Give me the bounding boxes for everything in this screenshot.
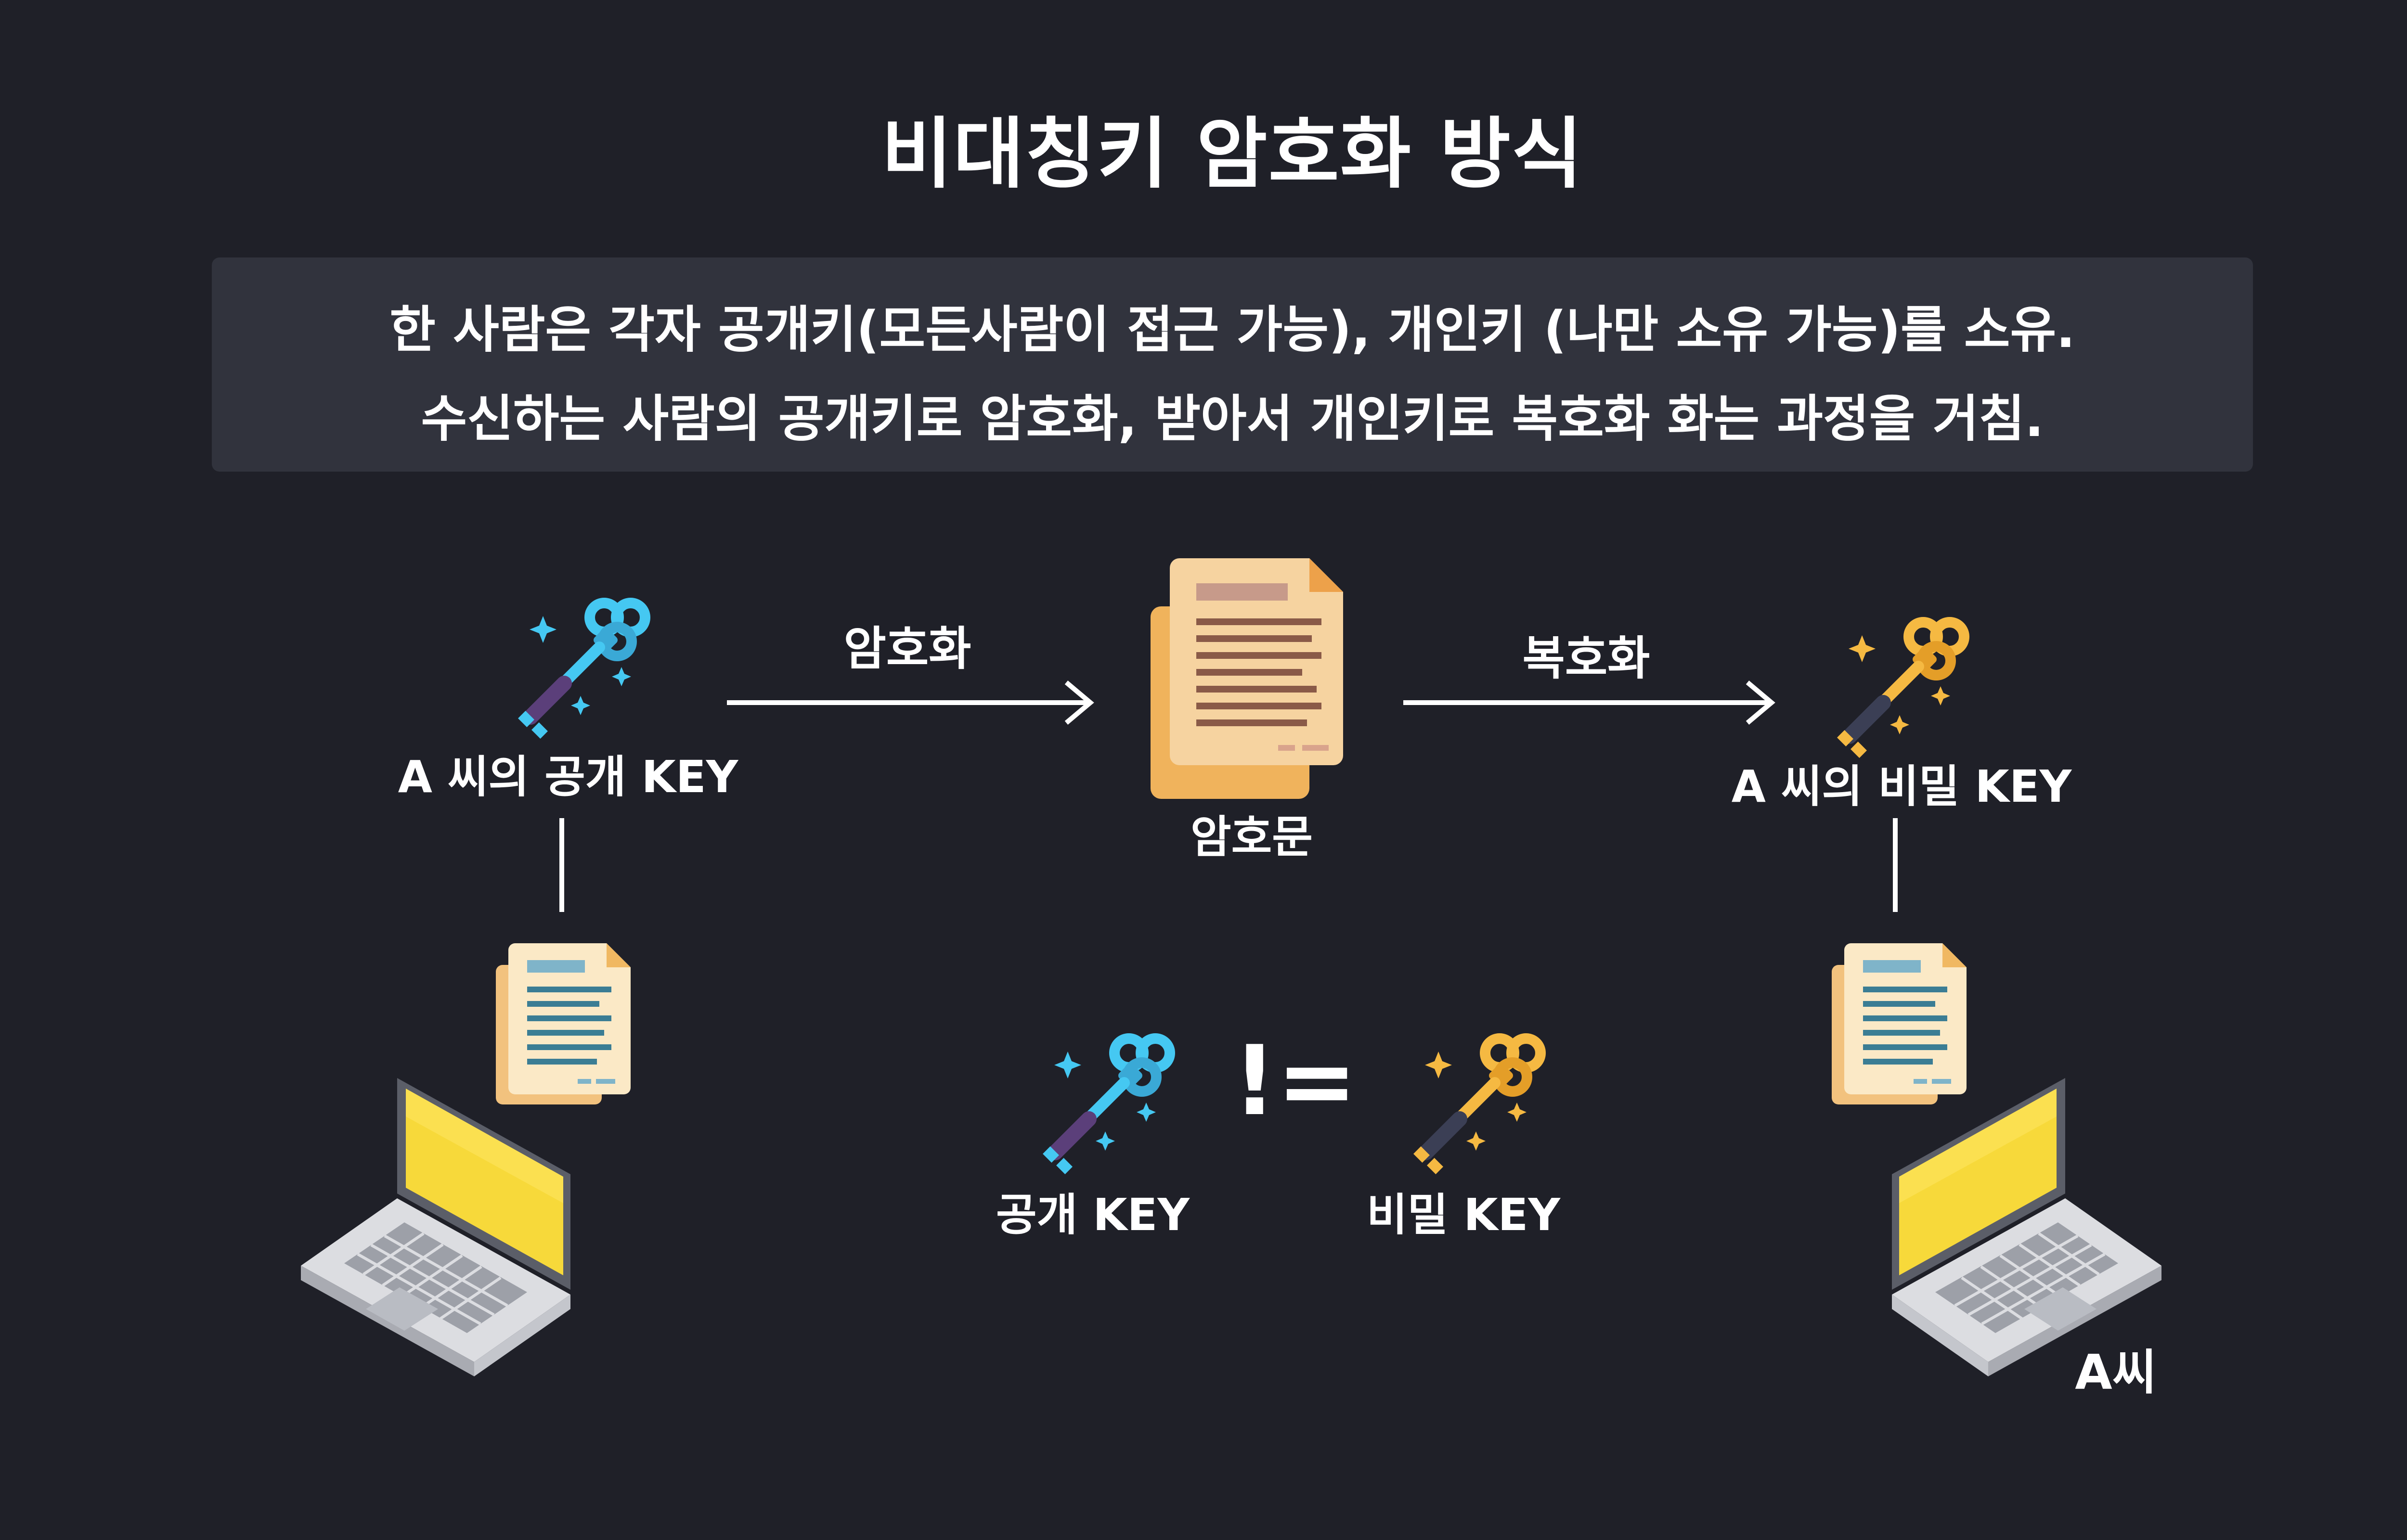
arrow-right-icon [727,679,1098,727]
description-line-2: 수신하는 사람의 공개키로 암호화, 받아서 개인키로 복호화 화는 과정을 거… [212,378,2253,450]
public-key-label: A 씨의 공개 KEY [375,741,761,805]
receiver-label: A씨 [2032,1333,2200,1403]
private-key-compare-label: 비밀 KEY [1314,1179,1613,1243]
ciphertext-label: 암호문 [1102,801,1401,865]
not-equal-operator: != [1223,1025,1367,1137]
decrypt-label: 복호화 [1430,621,1743,688]
public-key-icon [510,585,655,739]
public-key-compare-label: 공개 KEY [944,1179,1242,1243]
description-line-1: 한 사람은 각자 공개키(모든사람이 접근 가능), 개인키 (나만 소유 가능… [212,289,2253,361]
public-key-icon [1035,1020,1179,1174]
ciphertext-document-icon [1151,553,1353,804]
connector-line-left [559,818,564,912]
private-key-icon [1829,604,1974,758]
arrow-right-icon [1403,679,1779,727]
page-title: 비대칭키 암호화 방식 [0,91,2407,203]
laptop-icon [301,1078,570,1376]
connector-line-right [1893,818,1898,912]
private-key-icon [1406,1020,1550,1174]
encrypt-label: 암호화 [751,611,1064,678]
private-key-label: A 씨의 비밀 KEY [1704,751,2099,815]
laptop-icon [1892,1078,2161,1376]
